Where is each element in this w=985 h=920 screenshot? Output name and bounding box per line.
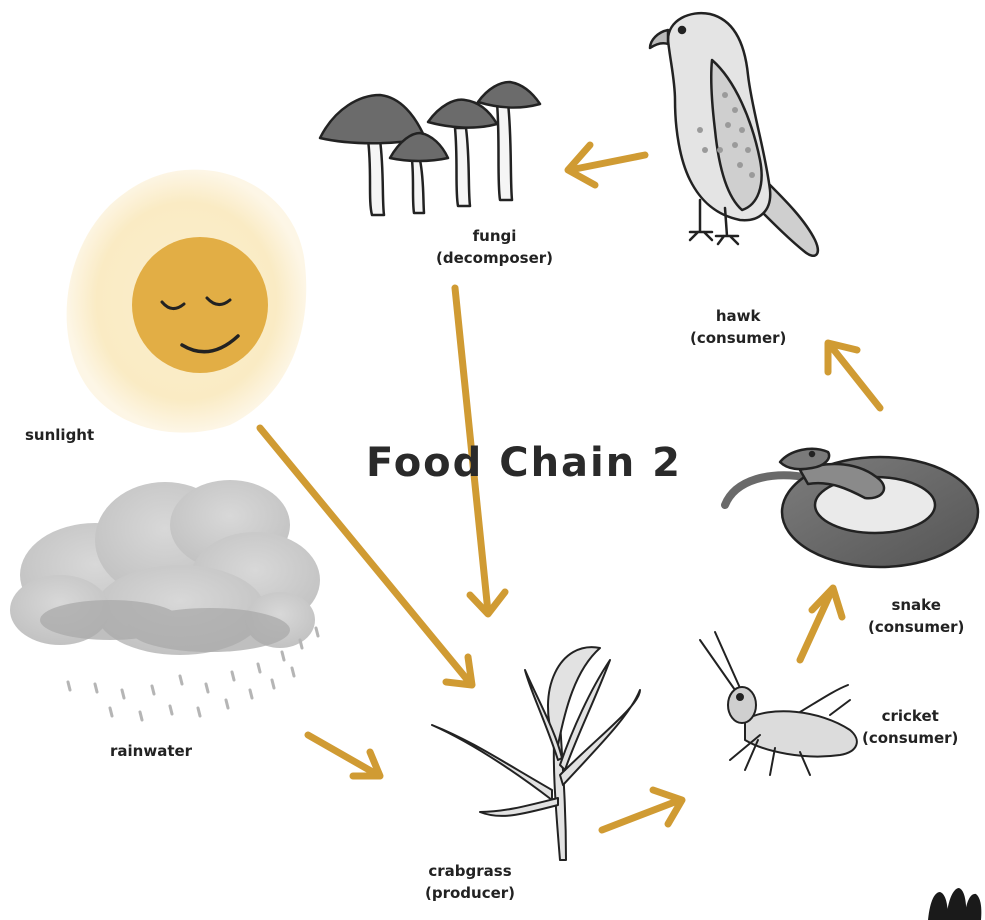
snake-role: (consumer)	[868, 618, 965, 636]
cricket-name: cricket	[881, 707, 939, 725]
sun-illustration	[66, 169, 307, 433]
hawk-illustration	[648, 11, 820, 257]
decorative-shapes	[928, 888, 982, 920]
crabgrass-label: crabgrass (producer)	[425, 860, 515, 904]
crabgrass-name: crabgrass	[428, 862, 512, 880]
hawk-name: hawk	[715, 307, 761, 325]
sunlight-name: sunlight	[25, 426, 95, 444]
arrow-cricket-to-snake	[796, 584, 846, 664]
snake-illustration	[721, 447, 980, 569]
rainwater-label: rainwater	[110, 740, 192, 762]
rainwater-name: rainwater	[110, 742, 193, 760]
arrow-hawk-to-fungi	[564, 141, 649, 189]
crabgrass-role: (producer)	[425, 884, 516, 902]
arrow-snake-to-hawk	[824, 339, 884, 412]
fungi-label: fungi (decomposer)	[436, 225, 553, 269]
arrow-rainwater-to-crabgrass	[304, 731, 384, 780]
cricket-label: cricket (consumer)	[862, 705, 958, 749]
fungi-role: (decomposer)	[436, 249, 553, 267]
rain-cloud-illustration	[10, 480, 320, 722]
arrow-fungi-to-crabgrass	[451, 284, 509, 618]
hawk-role: (consumer)	[690, 329, 787, 347]
hawk-label: hawk (consumer)	[690, 305, 786, 349]
cricket-role: (consumer)	[862, 729, 959, 747]
arrow-sunlight-to-crabgrass	[256, 424, 476, 689]
snake-label: snake (consumer)	[868, 594, 964, 638]
fungi-illustration	[318, 80, 542, 217]
snake-name: snake	[891, 596, 941, 614]
cricket-illustration	[699, 631, 858, 776]
crabgrass-illustration	[431, 646, 641, 861]
energy-flow-arrows	[256, 141, 884, 834]
arrow-crabgrass-to-cricket	[598, 786, 686, 834]
diagram-title: Food Chain 2	[366, 440, 682, 486]
fungi-name: fungi	[472, 227, 517, 245]
sunlight-label: sunlight	[25, 424, 94, 446]
